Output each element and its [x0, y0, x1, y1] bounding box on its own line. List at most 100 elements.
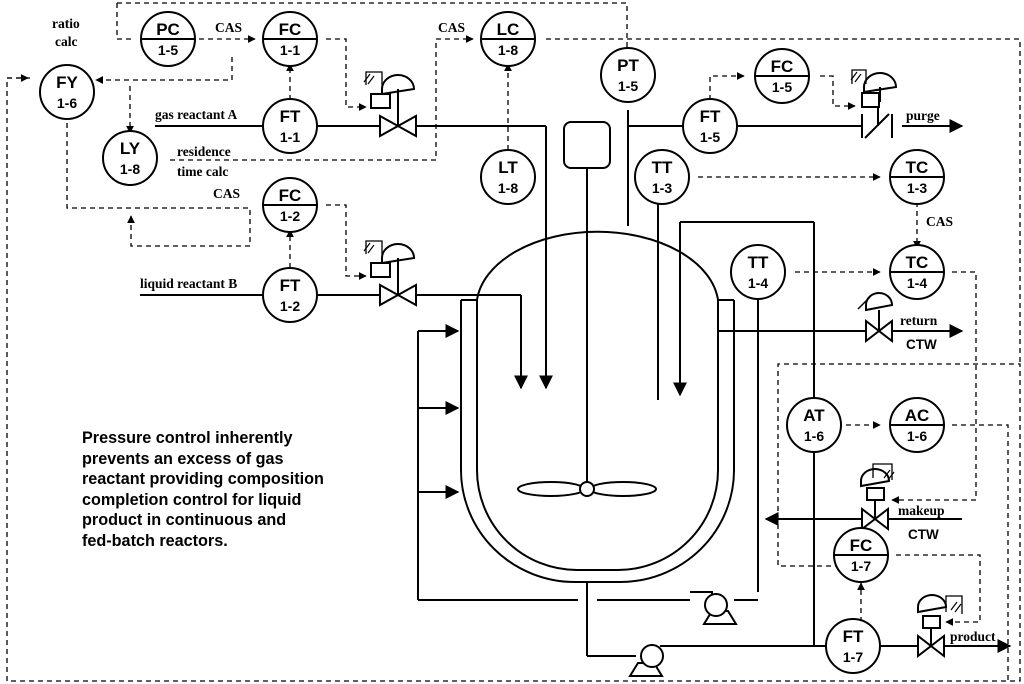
note-line: product in continuous and: [82, 511, 287, 530]
instrument-ft-1-2: FT1-2: [262, 267, 318, 323]
reactor-vessel: [476, 230, 719, 571]
instrument-fy-1-6: FY 1-6: [39, 64, 95, 120]
instrument-loop-number: 1-8: [498, 180, 518, 196]
process-lines: [140, 110, 1012, 657]
instrument-tag: AC: [905, 406, 930, 425]
instrument-ft-1-5: FT 1-5: [682, 98, 738, 154]
liquid-reactant-b-label: liquid reactant B: [140, 276, 237, 291]
instrument-ft-1-7: FT 1-7: [825, 618, 881, 674]
instrument-loop-number: 1-5: [700, 129, 720, 145]
instrument-loop-number: 1-3: [907, 180, 927, 196]
instrument-tag: TT: [652, 158, 673, 177]
instrument-tc-1-3: TC 1-3: [889, 149, 945, 205]
pressure-control-note: Pressure control inherently prevents an …: [82, 428, 382, 552]
instrument-loop-number: 1-7: [843, 649, 863, 665]
instrument-bubbles: FY1-6PC1-5FC1-1LC1-8PT1-5FC1-5FT1-1FT1-5…: [39, 11, 945, 674]
cas-label-fc12: CAS: [213, 186, 240, 201]
instrument-loop-number: 1-4: [907, 275, 927, 291]
product-label: product: [950, 629, 996, 644]
instrument-tag: PC: [156, 20, 180, 39]
instrument-tc-1-4: TC 1-4: [889, 244, 945, 300]
signal-lines: [6, 2, 1021, 682]
instrument-tag: FT: [280, 107, 301, 126]
instrument-loop-number: 1-4: [748, 275, 768, 291]
instrument-pt-1-5: PT 1-5: [600, 47, 656, 103]
instrument-fc-1-1: FC1-1: [262, 11, 318, 67]
note-line: prevents an excess of gas: [82, 449, 284, 468]
return-label: return: [900, 313, 938, 328]
instrument-tt-1-4: TT 1-4: [730, 244, 786, 300]
note-line: Pressure control inherently: [82, 429, 293, 447]
instrument-loop-number: 1-2: [280, 208, 300, 224]
cas-label-tc: CAS: [926, 214, 953, 229]
note-line: completion control for liquid: [82, 490, 302, 509]
instrument-tag: LY: [120, 139, 141, 158]
instrument-loop-number: 1-6: [907, 428, 927, 444]
instrument-tag: LC: [497, 20, 520, 39]
instrument-loop-number: 1-2: [280, 298, 300, 314]
instrument-tt-1-3: TT 1-3: [634, 149, 690, 205]
valve-makeup: [860, 463, 895, 532]
instrument-loop-number: 1-6: [57, 95, 77, 111]
cas-label-pc: CAS: [215, 20, 242, 35]
instrument-ft-1-1: FT 1-1: [262, 98, 318, 154]
instrument-loop-number: 1-1: [280, 129, 300, 145]
instrument-bubble: [634, 149, 690, 205]
instrument-loop-number: 1-7: [851, 558, 871, 574]
instrument-ac-1-6: AC 1-6: [889, 397, 945, 453]
instrument-tag: FY: [56, 73, 78, 92]
valve-purge: [850, 69, 898, 139]
valve-product: [917, 594, 963, 659]
ratio-label: ratio: [52, 16, 80, 31]
instrument-tag: PT: [617, 56, 639, 75]
gas-reactant-a-label: gas reactant A: [155, 107, 237, 122]
instrument-tag: FT: [843, 627, 864, 646]
instrument-tag: FT: [700, 107, 721, 126]
instrument-lc-1-8: LC1-8: [480, 11, 536, 67]
valve-fc-1-1: [363, 71, 417, 138]
instrument-bubble: [682, 98, 738, 154]
instrument-tag: TT: [748, 253, 769, 272]
instrument-tag: TC: [906, 158, 929, 177]
valve-fc-1-2: [363, 240, 417, 307]
instrument-bubble: [102, 130, 158, 186]
instrument-bubble: [825, 618, 881, 674]
valve-return: [857, 292, 894, 344]
instrument-loop-number: 1-1: [280, 42, 300, 58]
instrument-tag: AT: [803, 406, 825, 425]
instrument-bubble: [600, 47, 656, 103]
instrument-loop-number: 1-5: [618, 78, 638, 94]
instrument-loop-number: 1-3: [652, 180, 672, 196]
instrument-tag: TC: [906, 253, 929, 272]
instrument-tag: FC: [850, 536, 873, 555]
instrument-pc-1-5: PC 1-5: [140, 11, 196, 67]
instrument-loop-number: 1-8: [120, 161, 140, 177]
jacket-pump: [690, 591, 738, 625]
instrument-ly-1-8: LY 1-8: [102, 130, 158, 186]
instrument-fc-1-2: FC 1-2: [262, 177, 318, 233]
makeup-ctw-label: CTW: [908, 527, 939, 542]
product-pump: [628, 644, 680, 677]
cooling-jacket: [460, 299, 735, 583]
instrument-tag: FC: [771, 57, 794, 76]
instrument-bubble: [730, 244, 786, 300]
agitator: [517, 121, 657, 497]
time-calc-label: time calc: [177, 164, 228, 179]
instrument-tag: FC: [279, 186, 302, 205]
residence-label: residence: [177, 144, 231, 159]
note-line: fed-batch reactors.: [82, 531, 228, 550]
instrument-fc-1-5: FC1-5: [754, 48, 810, 104]
note-line: reactant providing composition: [82, 470, 324, 489]
instrument-bubble: [262, 267, 318, 323]
cas-label-lc: CAS: [438, 20, 465, 35]
instrument-loop-number: 1-6: [804, 428, 824, 444]
instrument-at-1-6: AT 1-6: [786, 397, 842, 453]
purge-label: purge: [906, 108, 940, 123]
text-labels: ratio calc CAS CAS gas reactant A reside…: [52, 16, 996, 644]
instrument-loop-number: 1-5: [158, 42, 178, 58]
instrument-bubble: [786, 397, 842, 453]
return-ctw-label: CTW: [906, 337, 937, 352]
makeup-label: makeup: [898, 503, 945, 518]
instrument-bubble: [39, 64, 95, 120]
